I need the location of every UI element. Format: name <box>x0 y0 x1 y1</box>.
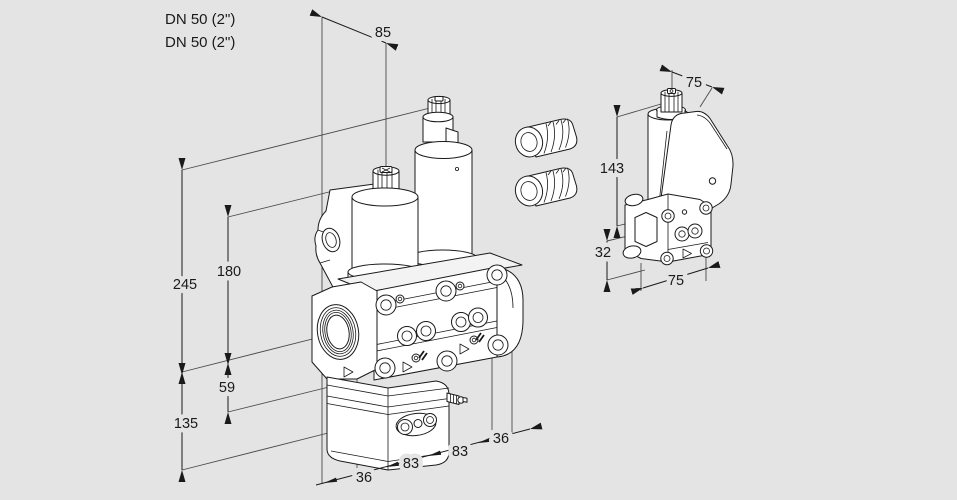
dim-label-83-left: 83 <box>403 456 419 472</box>
dim-label-180: 180 <box>217 264 241 280</box>
dim-label-83-right: 83 <box>452 444 468 460</box>
clamp-bolts <box>374 264 509 379</box>
dim-chain-bottom <box>315 422 543 486</box>
connection-label-top: DN 50 (2") <box>165 11 235 28</box>
inlet-flange <box>311 281 378 380</box>
hex-plug <box>634 212 658 247</box>
outlet-flange <box>496 266 524 358</box>
side-valve-body <box>622 193 714 266</box>
dim-label-85: 85 <box>375 25 391 41</box>
dim-line-75-top <box>659 64 725 95</box>
dim-line-75-bottom <box>630 261 721 295</box>
terminal-box <box>326 376 468 471</box>
dim-label-75-bottom: 75 <box>668 273 684 289</box>
adapter-bushing-1 <box>514 118 578 158</box>
small-screws <box>395 281 479 363</box>
dim-label-59: 59 <box>219 380 235 396</box>
cable-connector-stub <box>446 392 468 405</box>
valve-body <box>311 252 524 381</box>
dim-label-32: 32 <box>595 245 611 261</box>
flow-direction-markers <box>343 332 485 378</box>
cable-gland-recess <box>395 412 437 437</box>
dim-line-85 <box>309 9 399 51</box>
dim-label-143: 143 <box>600 161 624 177</box>
adapter-bushing-2 <box>514 167 578 207</box>
dim-label-75-top: 75 <box>686 75 702 91</box>
connection-label-bottom: DN 50 (2") <box>165 34 235 51</box>
threaded-inlet-hole <box>326 314 350 350</box>
dim-label-245: 245 <box>173 277 197 293</box>
pressure-test-points <box>397 307 488 346</box>
side-view-valve <box>622 88 734 266</box>
main-valve-drawing <box>311 95 524 471</box>
dim-label-135: 135 <box>174 416 198 432</box>
dim-label-36-right: 36 <box>493 431 509 447</box>
dim-label-36-left: 36 <box>356 470 372 486</box>
connection-labels: DN 50 (2") DN 50 (2") <box>165 11 235 51</box>
